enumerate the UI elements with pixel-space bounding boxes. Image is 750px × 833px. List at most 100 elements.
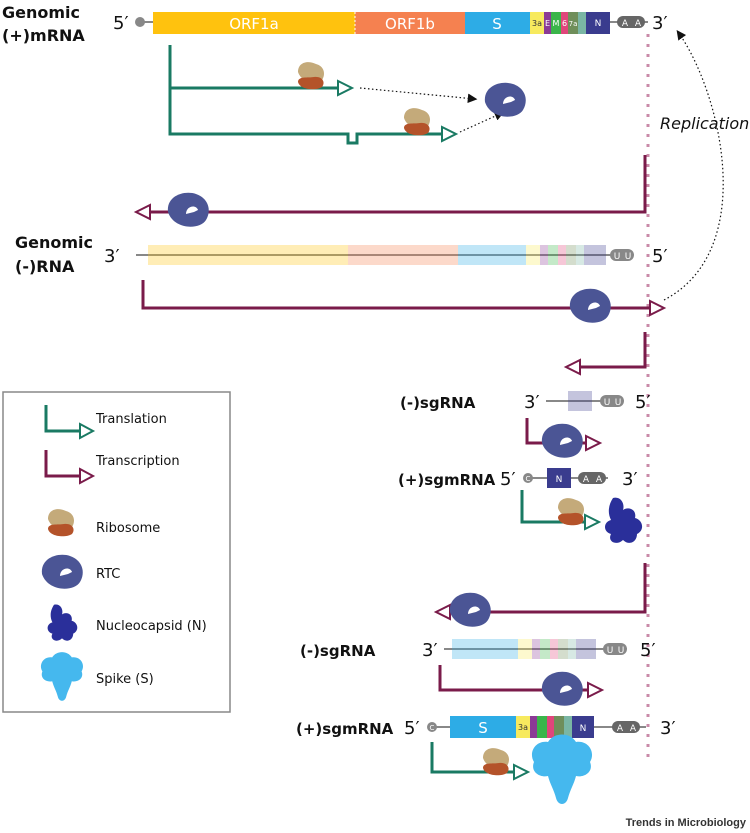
genomic-plus-rna: ORF1a ORF1b S 3a E M 6 7a N A A	[135, 12, 648, 34]
s-segment	[465, 12, 530, 34]
genomic-plus-title-line2: (+)mRNA	[2, 26, 85, 45]
sg-plus-1-rna: C N A A	[523, 468, 608, 488]
legend-rtc: RTC	[41, 554, 120, 589]
sg-minus-1-title: (-)sgRNA	[400, 394, 476, 412]
m-segment	[551, 12, 561, 34]
3a-segment	[516, 716, 530, 738]
7a-segment	[554, 716, 564, 738]
transcription-sg-plus-1	[525, 418, 603, 458]
sg-minus-1-rna: U U	[546, 391, 624, 411]
cap-icon	[135, 17, 145, 27]
polyA-tail: A A	[617, 16, 645, 29]
polyA-label-right: A	[635, 19, 642, 29]
legend-nucleocapsid-label: Nucleocapsid (N)	[96, 619, 207, 634]
7a-label: 7a	[569, 20, 578, 28]
6-label: 6	[562, 19, 567, 28]
sg-plus-1-3prime: 3′	[622, 469, 638, 490]
orf1a-segment	[153, 12, 355, 34]
rtc-icon	[569, 288, 611, 323]
polyA-label-right: A	[596, 475, 603, 485]
3a-segment	[530, 12, 544, 34]
polyU-tail: U U	[610, 249, 634, 262]
ribosome-icon	[298, 62, 324, 90]
ribosome-icon	[558, 498, 584, 526]
transcription-sg-minus-1	[563, 332, 647, 376]
n-segment	[586, 12, 610, 34]
sg-plus-2-title: (+)sgmRNA	[296, 720, 394, 738]
legend-translation-label: Translation	[95, 412, 167, 427]
genomic-minus-title-line1: Genomic	[15, 233, 93, 252]
orf1a-label: ORF1a	[229, 15, 279, 33]
sg-plus-1-title: (+)sgmRNA	[398, 471, 496, 489]
transcription-genomic-minus	[133, 155, 647, 227]
n-segment	[547, 468, 571, 488]
sg-plus-2-rna: C S 3a N A A	[427, 716, 646, 738]
polyU-label-right: U	[615, 398, 622, 408]
orf1b-label: ORF1b	[385, 15, 435, 33]
orf1b-segment	[355, 12, 465, 34]
6-segment	[561, 12, 568, 34]
rtc-icon	[484, 82, 526, 117]
polyU-label-right: U	[625, 252, 632, 262]
polyA-label-left: A	[617, 724, 624, 734]
6-segment	[547, 716, 554, 738]
polyA-label-left: A	[622, 19, 629, 29]
polyU-label-left: U	[614, 252, 621, 262]
sg-minus-2-5prime: 5′	[640, 640, 656, 661]
spike-icon	[531, 734, 593, 804]
replication-arrow	[663, 30, 724, 301]
n-label: N	[595, 19, 602, 29]
rtc-icon	[449, 592, 491, 627]
s-segment	[450, 716, 516, 738]
s-label: S	[478, 719, 488, 737]
3a-label: 3a	[532, 19, 542, 28]
ribosome-icon	[48, 509, 74, 537]
e-segment	[544, 12, 551, 34]
genomic-plus-3prime: 3′	[652, 13, 668, 34]
ribosome-icon	[404, 108, 430, 136]
transcription-replication	[141, 280, 667, 323]
cap-icon	[523, 473, 533, 483]
legend: Translation Transcription Ribosome RTC	[2, 391, 231, 713]
cap-label: C	[430, 724, 435, 732]
replication-label: Replication	[660, 114, 749, 133]
n-segment	[572, 716, 594, 738]
translation-n	[520, 490, 643, 543]
legend-transcription-label: Transcription	[95, 454, 180, 469]
polyU-label-right: U	[618, 646, 625, 656]
polyU-label-left: U	[604, 398, 611, 408]
cap-label: C	[526, 475, 531, 483]
translation-orf1ab	[168, 88, 459, 145]
legend-translation: Translation	[44, 405, 167, 440]
polyA-label-left: A	[583, 475, 590, 485]
legend-box	[2, 391, 231, 713]
8-segment	[578, 12, 586, 34]
legend-ribosome-label: Ribosome	[96, 521, 160, 536]
nucleocapsid-icon	[47, 604, 78, 641]
rtc-icon	[541, 671, 583, 706]
legend-spike-label: Spike (S)	[96, 672, 154, 687]
transcription-sg-plus-2	[438, 665, 605, 706]
legend-transcription: Transcription	[44, 450, 180, 485]
m-label: M	[553, 19, 560, 28]
m-segment	[537, 716, 547, 738]
genomic-plus-title-line1: Genomic	[2, 3, 80, 22]
legend-spike: Spike (S)	[40, 652, 154, 701]
legend-ribosome: Ribosome	[48, 509, 160, 537]
n-label: N	[580, 724, 587, 734]
spike-icon	[40, 652, 84, 701]
genomic-minus-5prime: 5′	[652, 246, 668, 267]
genomic-minus-3prime: 3′	[104, 246, 120, 267]
polyU-label-left: U	[607, 646, 614, 656]
sg-minus-1-5prime: 5′	[635, 392, 651, 413]
polyA-label-right: A	[630, 724, 637, 734]
rtc-icon	[541, 423, 583, 458]
rtc-icon	[167, 192, 209, 227]
sg-minus-2-3prime: 3′	[422, 640, 438, 661]
e-label: E	[545, 19, 550, 28]
sg-plus-2-5prime: 5′	[404, 718, 420, 739]
7a-segment	[568, 12, 578, 34]
genomic-plus-5prime: 5′	[113, 13, 129, 34]
translation-s	[430, 734, 593, 804]
